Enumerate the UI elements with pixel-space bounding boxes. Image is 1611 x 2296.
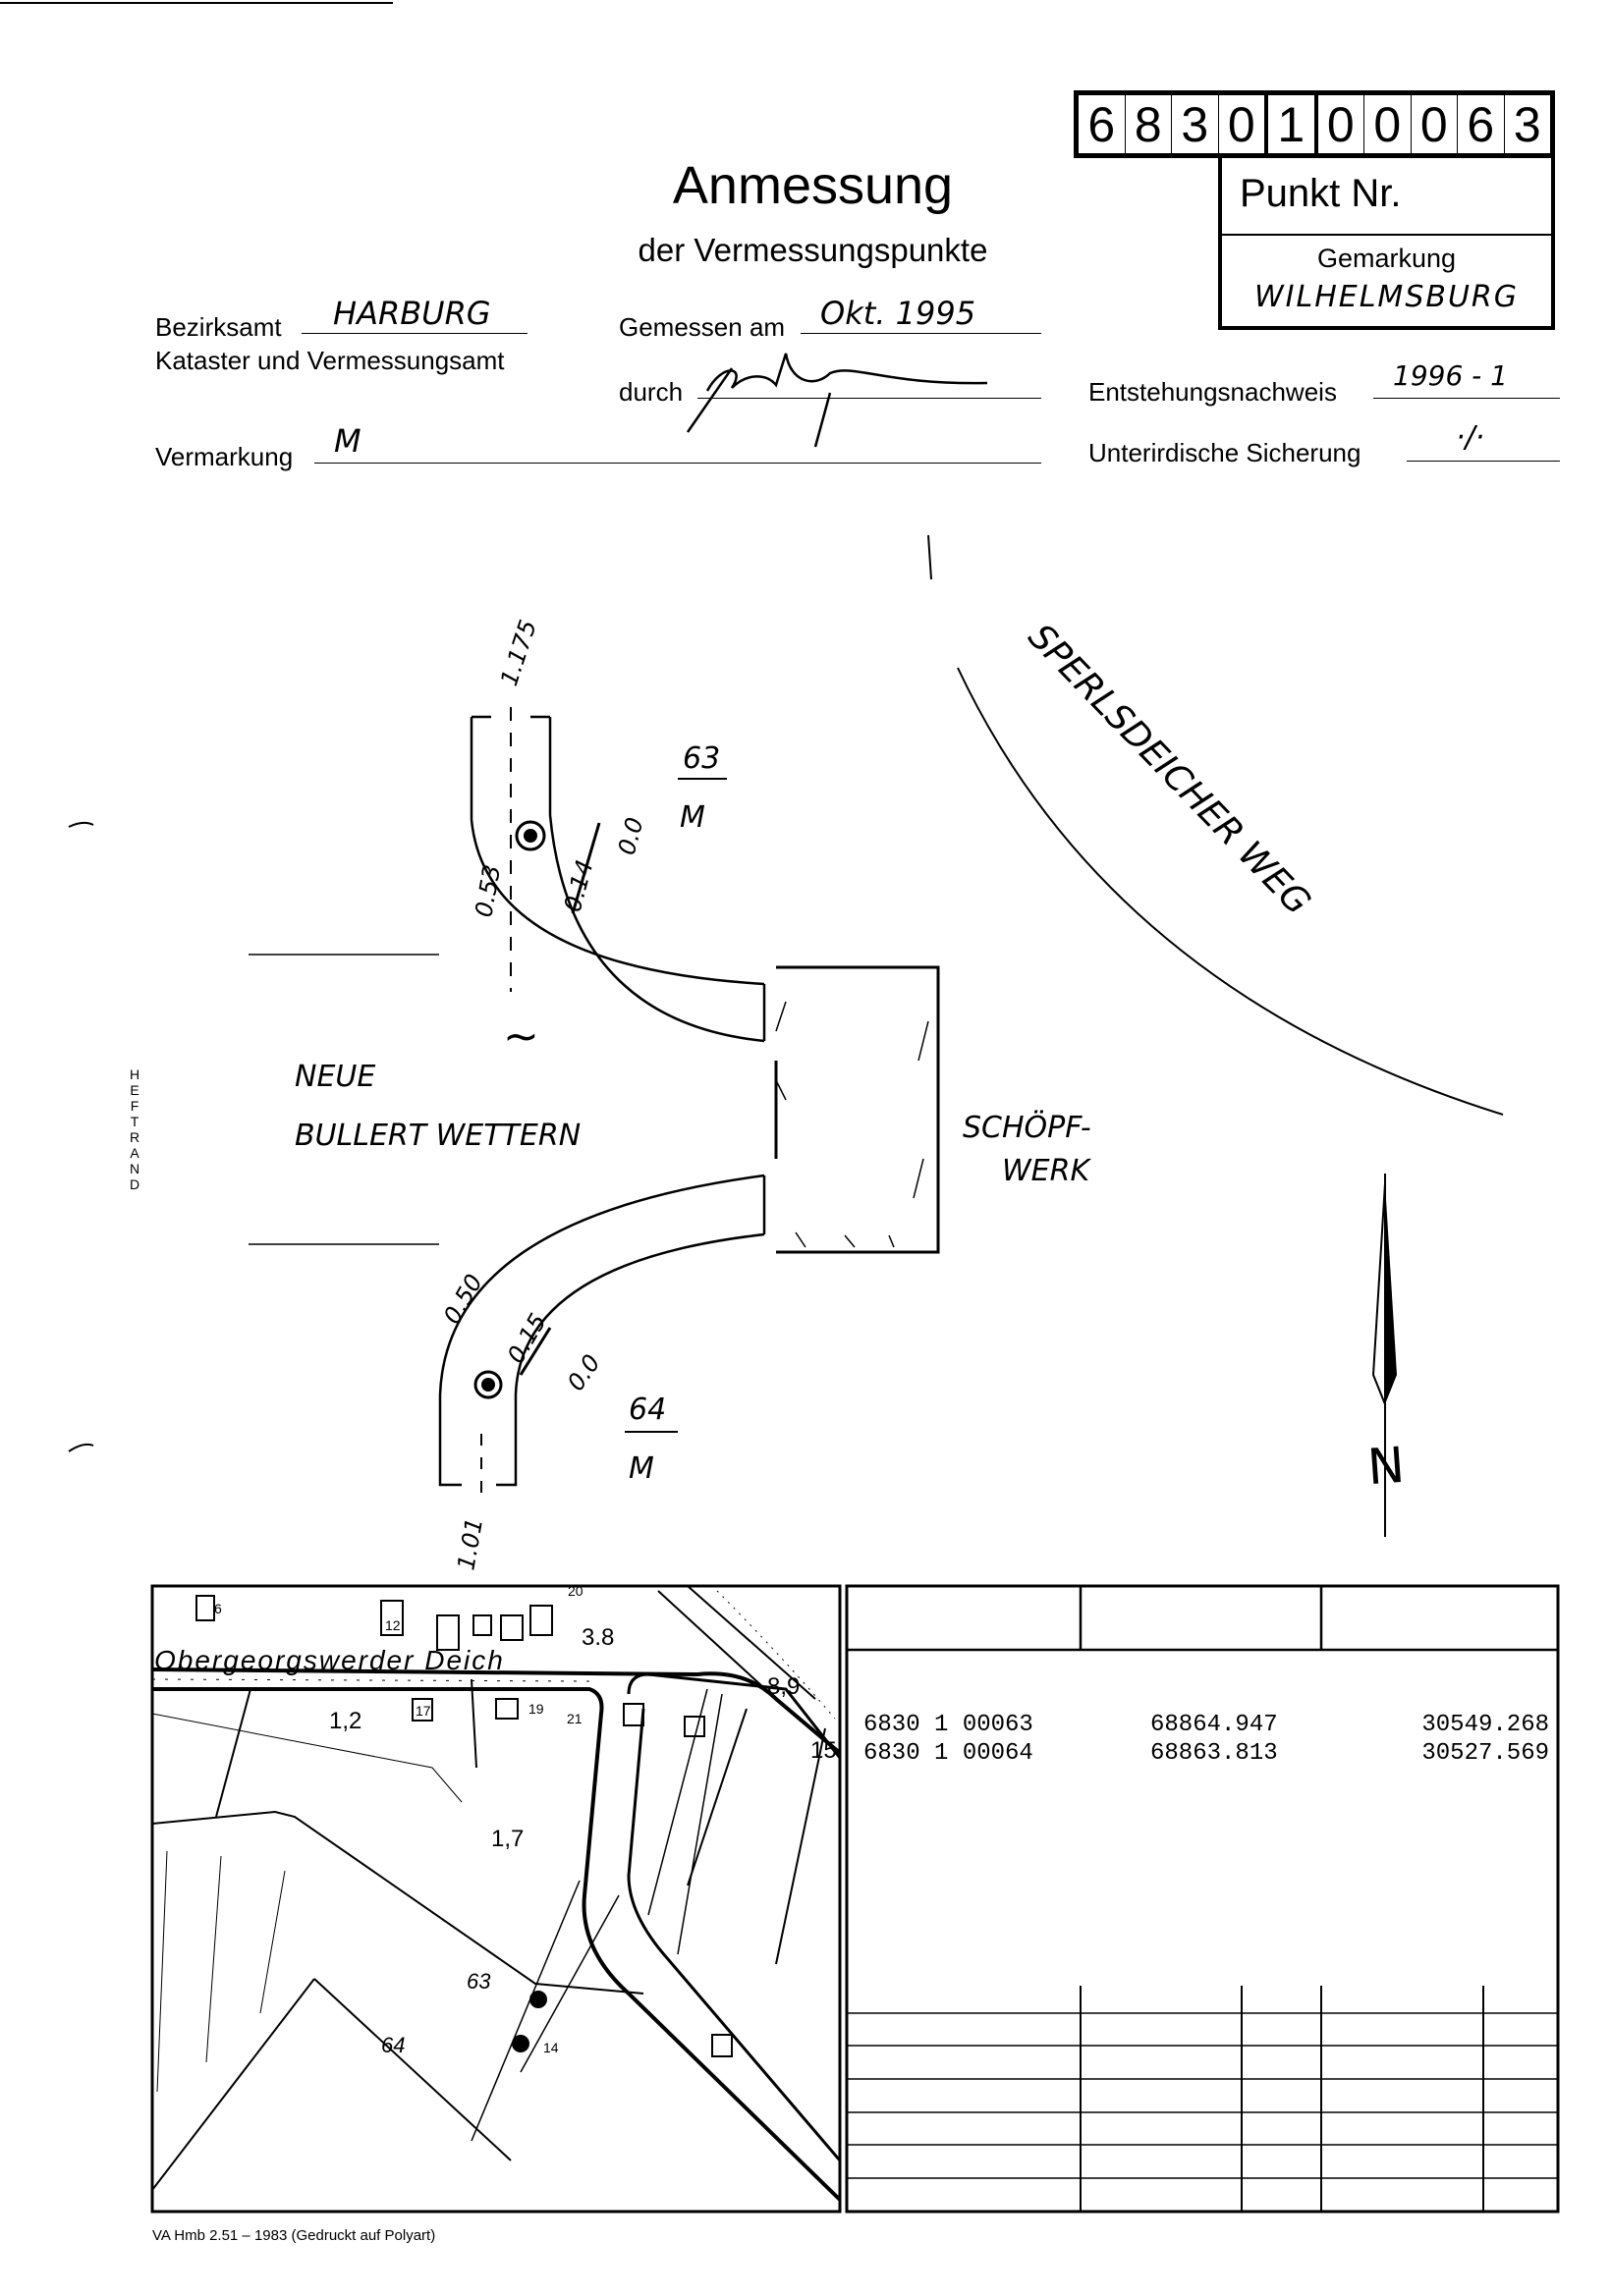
digit: 0 bbox=[1318, 95, 1364, 153]
point-64-mark: M bbox=[629, 1451, 654, 1486]
page-title: Anmessung bbox=[672, 156, 954, 215]
dim-label: 0.53 bbox=[470, 863, 506, 919]
kataster-label: Kataster und Vermessungsamt bbox=[155, 346, 505, 375]
point-63-mark: M bbox=[680, 800, 705, 835]
map-label: 12 bbox=[385, 1617, 401, 1633]
map-label: 20 bbox=[568, 1583, 583, 1599]
page-subtitle: der Vermessungspunkte bbox=[638, 232, 988, 268]
building-label-1: SCHÖPF- bbox=[963, 1110, 1091, 1145]
dimensions: 1.175 0.53 0.14 0.0 0.50 0.15 0.0 1.01 bbox=[438, 617, 649, 1572]
map-label: 1,7 bbox=[491, 1826, 524, 1852]
map-point-64 bbox=[512, 2035, 529, 2052]
heftrand-letter: R bbox=[129, 1129, 140, 1145]
digit: 1 bbox=[1268, 95, 1318, 153]
digit: 0 bbox=[1219, 95, 1268, 153]
point-63-number: 63 bbox=[683, 741, 720, 776]
sicherung-label: Unterirdische Sicherung bbox=[1088, 438, 1361, 467]
bezirksamt-value: HARBURG bbox=[302, 295, 528, 334]
entstehung-label: Entstehungsnachweis bbox=[1088, 377, 1337, 407]
dim-label: 1.175 bbox=[495, 617, 542, 689]
street-label: SPERLSDEICHER WEG bbox=[1021, 617, 1318, 923]
gemarkung-value: WILHELMSBURG bbox=[1253, 280, 1519, 314]
water-symbol: ~ bbox=[503, 1011, 539, 1062]
culvert-upper bbox=[470, 707, 766, 1043]
map-label: 21 bbox=[567, 1711, 583, 1726]
point-64-number: 64 bbox=[629, 1393, 666, 1427]
coord-x: 68863.813 bbox=[1150, 1740, 1278, 1767]
bezirksamt-label: Bezirksamt bbox=[155, 312, 282, 342]
map-label: 19 bbox=[528, 1701, 544, 1717]
north-arrow-icon bbox=[1371, 1174, 1397, 1537]
gemessen-label: Gemessen am bbox=[619, 312, 786, 342]
dim-label: 0.0 bbox=[613, 814, 649, 857]
gemessen-value: Okt. 1995 bbox=[801, 295, 1041, 334]
building-label-2: WERK bbox=[1002, 1154, 1091, 1188]
heftrand-letter: T bbox=[130, 1114, 139, 1129]
map-street-label: Obergeorgswerder Deich bbox=[154, 1645, 505, 1675]
coordinates-table: 6830 1 00063 68864.947 30549.268 6830 1 … bbox=[862, 1711, 1550, 1768]
dim-label: 0.50 bbox=[438, 1270, 488, 1329]
culvert-lower bbox=[438, 1174, 766, 1498]
heftrand-letter: A bbox=[130, 1145, 139, 1161]
coord-y: 30527.569 bbox=[1421, 1740, 1549, 1767]
map-label: 8,9 bbox=[767, 1673, 800, 1700]
map-point-63 bbox=[529, 1991, 547, 2008]
point-id: 6830 1 00063 bbox=[863, 1712, 1033, 1738]
heftrand-letter: N bbox=[129, 1161, 140, 1176]
map-label: 3.8 bbox=[582, 1624, 614, 1651]
coord-x: 68864.947 bbox=[1150, 1712, 1278, 1738]
digit: 0 bbox=[1412, 95, 1458, 153]
gemarkung-label: Gemarkung bbox=[1316, 244, 1457, 273]
map-label: 14 bbox=[543, 2040, 559, 2055]
vermarkung-label: Vermarkung bbox=[155, 442, 294, 471]
digit: 6 bbox=[1079, 95, 1126, 153]
sicherung-value: ·/· bbox=[1407, 420, 1560, 462]
dim-label: 0.14 bbox=[559, 857, 599, 915]
heftrand-label: H E F T R A N D bbox=[128, 1066, 141, 1192]
pump-house bbox=[774, 965, 940, 1254]
digit: 0 bbox=[1364, 95, 1412, 153]
survey-point-63 bbox=[515, 820, 546, 851]
heftrand-letter: H bbox=[129, 1066, 140, 1082]
digit: 8 bbox=[1126, 95, 1172, 153]
heftrand-letter: D bbox=[129, 1176, 140, 1192]
coord-y: 30549.268 bbox=[1421, 1712, 1549, 1738]
vermarkung-value: M bbox=[314, 422, 1041, 464]
table-row: 6830 1 00063 68864.947 30549.268 bbox=[862, 1711, 1550, 1739]
punkt-label: Punkt Nr. bbox=[1222, 153, 1551, 236]
map-label: 64 bbox=[381, 2033, 405, 2057]
entstehung-value: 1996 - 1 bbox=[1373, 359, 1560, 399]
map-label: 15 bbox=[810, 1737, 837, 1764]
digit: 3 bbox=[1172, 95, 1219, 153]
digit: 3 bbox=[1513, 96, 1541, 152]
north-label: N bbox=[1365, 1437, 1406, 1496]
map-label: 1,2 bbox=[329, 1708, 361, 1734]
water-name-1: NEUE bbox=[295, 1060, 375, 1094]
signature-field bbox=[697, 358, 1041, 399]
point-number-box: 6 8 3 0 1 0 0 0 6 3 bbox=[1074, 90, 1555, 158]
durch-label: durch bbox=[619, 377, 684, 407]
heftrand-letter: F bbox=[130, 1098, 139, 1114]
map-label: 6 bbox=[214, 1601, 222, 1616]
water-name-2: BULLERT WETTERN bbox=[295, 1119, 581, 1153]
heftrand-letter: E bbox=[130, 1082, 139, 1098]
dim-label: 0.0 bbox=[562, 1349, 606, 1395]
location-map: Obergeorgswerder Deich 6 12 20 3.8 1,2 1… bbox=[150, 1583, 842, 2214]
point-id: 6830 1 00064 bbox=[863, 1740, 1033, 1767]
form-footer: VA Hmb 2.51 – 1983 (Gedruckt auf Polyart… bbox=[152, 2227, 436, 2244]
map-label: 63 bbox=[467, 1969, 491, 1994]
dim-label: 1.01 bbox=[452, 1516, 488, 1572]
digit: 6 bbox=[1458, 95, 1505, 153]
road-edge bbox=[927, 534, 1504, 1116]
map-label: 17 bbox=[416, 1703, 431, 1719]
coordinates-table-grid bbox=[845, 1584, 1560, 2214]
survey-point-64 bbox=[473, 1370, 503, 1399]
punkt-box: Punkt Nr. Gemarkung WILHELMSBURG bbox=[1218, 153, 1555, 330]
table-row: 6830 1 00064 68863.813 30527.569 bbox=[862, 1739, 1550, 1768]
signature bbox=[686, 353, 988, 448]
